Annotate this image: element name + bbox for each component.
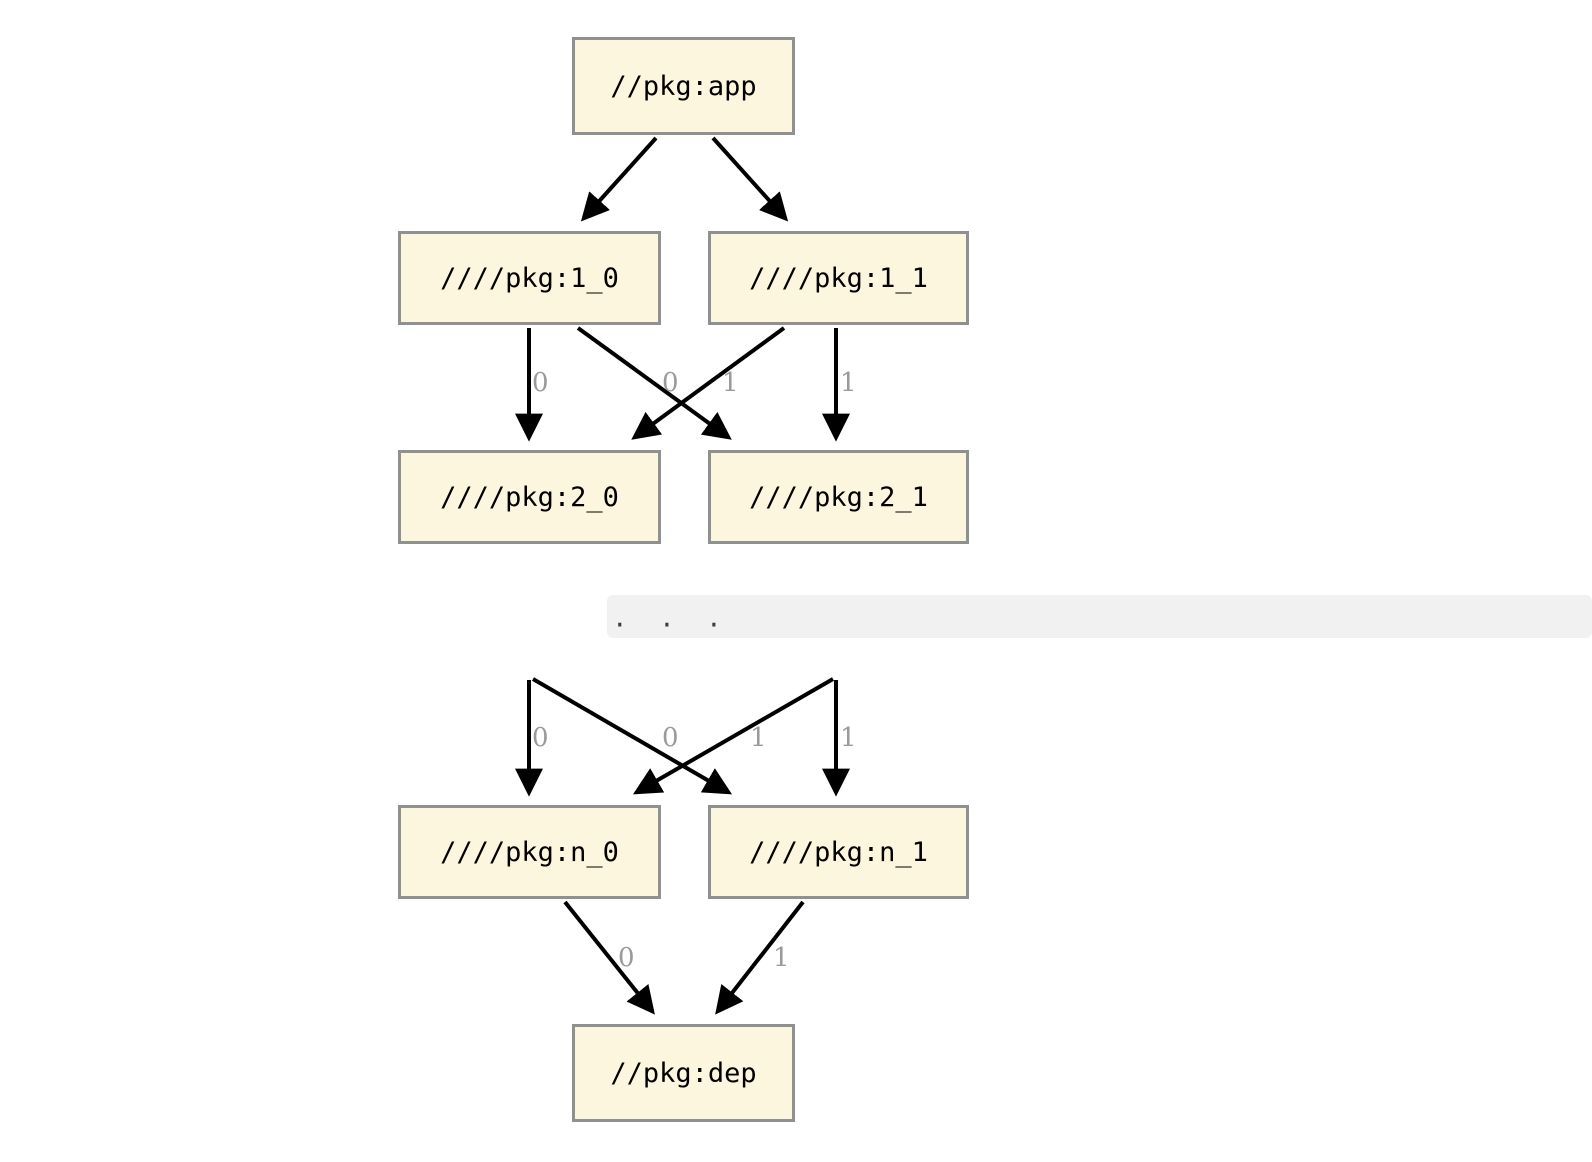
ellipsis-dots: · · · — [615, 607, 733, 643]
edge-above-to-n_1-cross — [531, 677, 733, 795]
edge-n_1-to-dep — [715, 900, 805, 1015]
node-label: ////pkg:n_1 — [749, 836, 928, 868]
node-label: ////pkg:2_0 — [440, 481, 619, 513]
node-n_0[interactable]: ////pkg:n_0 — [398, 805, 661, 899]
edge-1_0-to-2_1 — [576, 326, 732, 440]
node-1_1[interactable]: ////pkg:1_1 — [708, 231, 969, 325]
edge-label-lower-1b: 1 — [840, 723, 857, 753]
node-app[interactable]: //pkg:app — [572, 37, 795, 135]
edge-label-upper-1b: 1 — [840, 368, 857, 398]
node-label: //pkg:dep — [610, 1057, 757, 1089]
node-label: //pkg:app — [610, 70, 757, 102]
edge-label-dep-0: 0 — [618, 943, 635, 973]
edge-1_1-to-2_0 — [631, 326, 786, 440]
node-n_1[interactable]: ////pkg:n_1 — [708, 805, 969, 899]
edge-app-to-1_1 — [711, 136, 789, 222]
node-dep[interactable]: //pkg:dep — [572, 1024, 795, 1122]
edge-app-to-1_0 — [580, 136, 658, 222]
edge-label-upper-1a: 1 — [722, 368, 739, 398]
node-1_0[interactable]: ////pkg:1_0 — [398, 231, 661, 325]
ellipsis-band: · · · — [607, 595, 1592, 643]
node-label: ////pkg:2_1 — [749, 481, 928, 513]
edge-label-lower-1a: 1 — [750, 723, 767, 753]
node-2_1[interactable]: ////pkg:2_1 — [708, 450, 969, 544]
edge-label-lower-0b: 0 — [662, 723, 679, 753]
node-label: ////pkg:1_1 — [749, 262, 928, 294]
node-label: ////pkg:1_0 — [440, 262, 619, 294]
node-2_0[interactable]: ////pkg:2_0 — [398, 450, 661, 544]
edge-above-to-n_0-cross — [632, 677, 834, 795]
edge-label-upper-0b: 0 — [662, 368, 679, 398]
node-label: ////pkg:n_0 — [440, 836, 619, 868]
edge-n_0-to-dep — [563, 900, 655, 1015]
edge-label-lower-0a: 0 — [532, 723, 549, 753]
edge-label-upper-0a: 0 — [532, 368, 549, 398]
edge-label-dep-1: 1 — [773, 943, 790, 973]
